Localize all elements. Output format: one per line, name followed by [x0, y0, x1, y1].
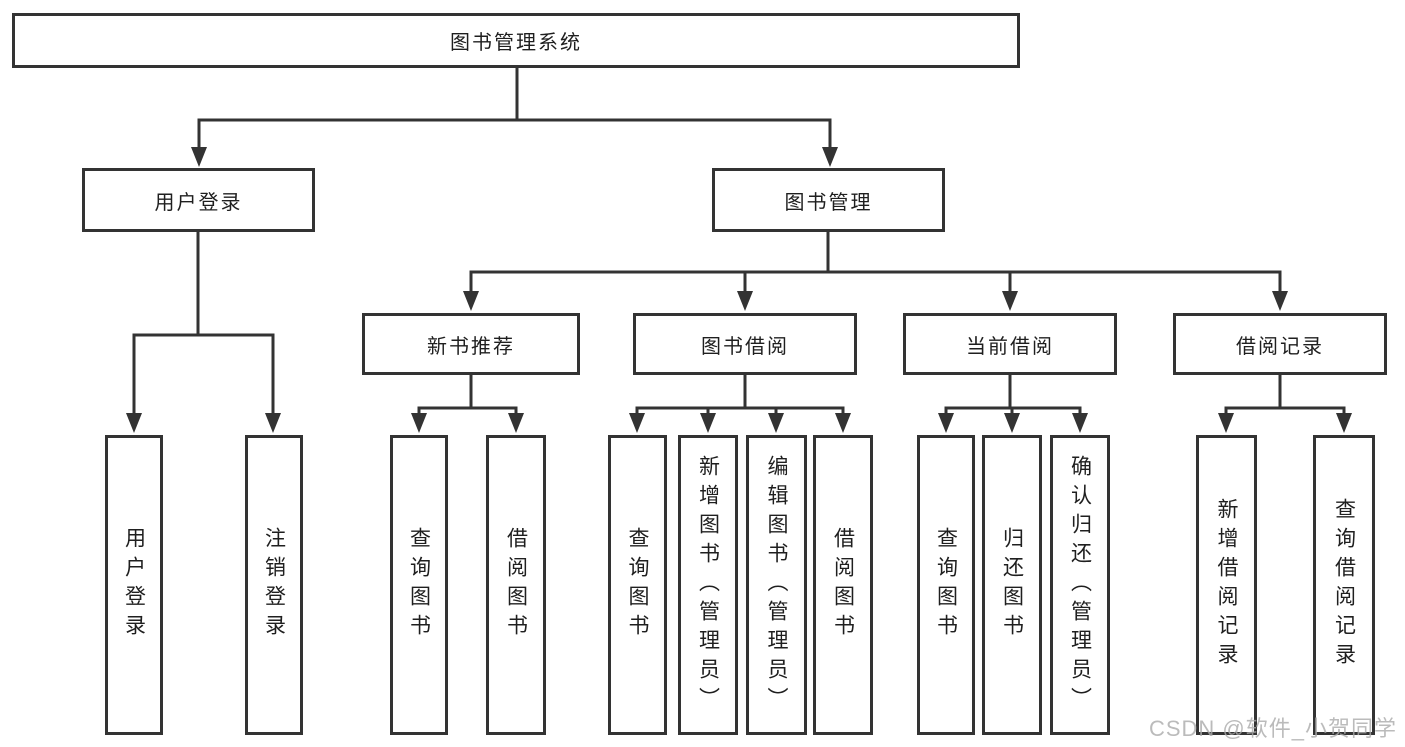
leaf-confirm-return-admin: 确认归还（管理员）: [1050, 435, 1110, 735]
leaf-borrow-books-recommend: 借阅图书: [486, 435, 546, 735]
leaf-query-books-current: 查询图书: [917, 435, 975, 735]
leaf-query-borrow-record: 查询借阅记录: [1313, 435, 1375, 735]
node-current-borrow: 当前借阅: [903, 313, 1117, 375]
leaf-add-book-admin: 新增图书（管理员）: [678, 435, 738, 735]
node-root: 图书管理系统: [12, 13, 1020, 68]
watermark-text: CSDN @软件_小贺同学: [1148, 716, 1397, 741]
leaf-logout: 注销登录: [245, 435, 303, 735]
leaf-edit-book-admin: 编辑图书（管理员）: [746, 435, 807, 735]
leaf-borrow-books: 借阅图书: [813, 435, 873, 735]
leaf-query-books-borrow: 查询图书: [608, 435, 667, 735]
node-borrow-records: 借阅记录: [1173, 313, 1387, 375]
node-book-management: 图书管理: [712, 168, 945, 232]
leaf-user-login: 用户登录: [105, 435, 163, 735]
node-new-book-recommend: 新书推荐: [362, 313, 580, 375]
node-book-borrow: 图书借阅: [633, 313, 857, 375]
leaf-add-borrow-record: 新增借阅记录: [1196, 435, 1257, 735]
node-user-login: 用户登录: [82, 168, 315, 232]
leaf-return-books: 归还图书: [982, 435, 1042, 735]
leaf-query-books-recommend: 查询图书: [390, 435, 448, 735]
